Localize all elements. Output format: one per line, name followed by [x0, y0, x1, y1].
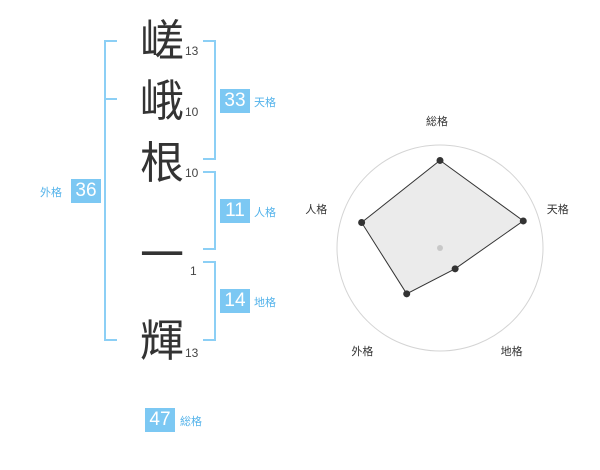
stroke-count-4: 1	[190, 264, 197, 278]
chikaku-bracket	[203, 261, 216, 341]
stroke-count-1: 13	[185, 44, 199, 58]
chikaku-label: 地格	[254, 296, 276, 309]
name-char-3: 根	[140, 138, 184, 189]
name-char-2: 峨	[140, 76, 184, 127]
stroke-count-2: 10	[185, 105, 199, 119]
name-char-1: 嵯	[140, 16, 184, 67]
jinkaku-value: 11	[220, 199, 250, 223]
gaikaku-value: 36	[71, 179, 101, 203]
radar-point-2	[451, 265, 459, 273]
name-char-5: 輝	[140, 316, 184, 367]
tenkaku-label: 天格	[254, 96, 276, 109]
stroke-count-5: 13	[185, 346, 199, 360]
radar-polygon	[360, 159, 525, 295]
tenkaku-value: 33	[220, 89, 250, 113]
radar-axis-label-1: 天格	[546, 202, 569, 216]
radar-axis-label-4: 人格	[305, 202, 328, 216]
radar-point-4	[358, 219, 366, 227]
radar-point-1	[519, 217, 527, 225]
tenkaku-bracket	[203, 40, 216, 160]
radar-center-point	[437, 245, 443, 251]
soukaku-value: 47	[145, 408, 175, 432]
radar-axis-label-2: 地格	[500, 344, 523, 358]
radar-point-3	[403, 290, 411, 298]
gaikaku-label: 外格	[40, 186, 62, 199]
jinkaku-bracket	[203, 171, 216, 250]
radar-axis-label-3: 外格	[351, 344, 374, 358]
name-char-4: 一	[140, 230, 184, 281]
radar-point-0	[436, 156, 444, 164]
jinkaku-label: 人格	[254, 206, 276, 219]
soukaku-label: 総格	[180, 415, 202, 428]
stroke-count-3: 10	[185, 166, 199, 180]
chikaku-value: 14	[220, 289, 250, 313]
radar-axis-label-0: 総格	[426, 115, 448, 128]
gaikaku-bracket	[104, 40, 117, 341]
